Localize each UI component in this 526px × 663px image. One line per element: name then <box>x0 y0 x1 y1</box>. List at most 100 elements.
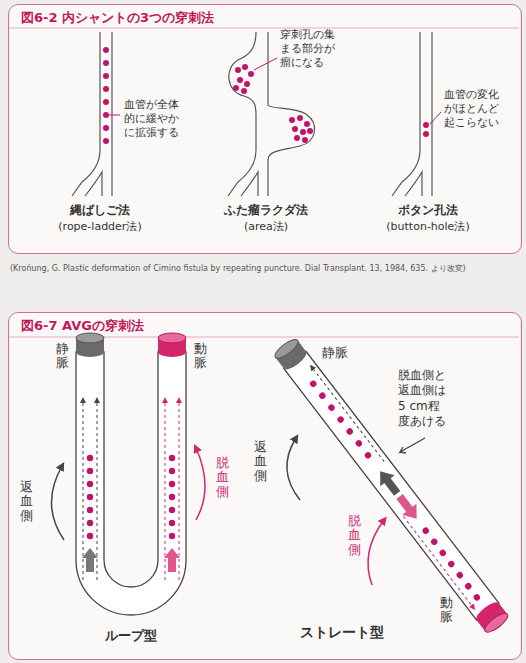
vessel <box>431 32 432 196</box>
label: 返血側 <box>20 480 33 523</box>
leader-line <box>109 115 120 116</box>
label: 血管が全体的に緩やかに拡張する <box>124 98 184 140</box>
vessel <box>228 32 256 196</box>
straight-graft <box>309 379 318 388</box>
puncture-dot <box>302 137 308 143</box>
label: ボタン孔法 <box>363 203 493 218</box>
straight-graft <box>318 391 327 400</box>
label: 穿刺孔の集まる部分が瘤になる <box>280 28 340 70</box>
puncture-dot <box>241 88 247 94</box>
straight-graft <box>373 466 404 499</box>
puncture-dot <box>292 126 298 132</box>
label: 静脈 <box>322 345 348 362</box>
straight-graft <box>363 451 372 460</box>
puncture-dot <box>307 128 313 134</box>
label: ストレート型 <box>300 624 420 642</box>
puncture-dot <box>169 533 175 539</box>
leader-line <box>254 58 277 70</box>
puncture-dot <box>169 455 175 461</box>
label: 脱血側 <box>216 456 229 499</box>
vessel <box>111 32 112 196</box>
straight-graft <box>421 526 430 535</box>
puncture-dot <box>169 481 175 487</box>
puncture-dot <box>237 77 243 83</box>
straight-graft <box>336 415 345 424</box>
straight-graft <box>447 560 456 569</box>
puncture-dot <box>87 468 93 474</box>
loop-graft <box>196 448 205 520</box>
puncture-dot <box>169 468 175 474</box>
figure-title: 図6-7 AVGの穿刺法 <box>9 313 521 339</box>
puncture-dot <box>169 520 175 526</box>
loop-graft <box>76 352 186 615</box>
puncture-dot <box>103 138 109 144</box>
straight-graft <box>464 582 473 591</box>
puncture-dot <box>87 455 175 539</box>
puncture-dot <box>103 125 109 131</box>
label: ループ型 <box>76 628 186 645</box>
frame-ground <box>8 4 520 254</box>
label: 動脈 <box>194 342 207 371</box>
loop-graft <box>76 333 104 343</box>
label: (Krońung, G. Plastic deformation of Cimi… <box>10 264 520 274</box>
puncture-dot <box>169 494 175 500</box>
puncture-dot <box>87 507 93 513</box>
loop-graft <box>51 333 205 615</box>
loop-graft <box>82 548 98 572</box>
loop-graft <box>158 347 186 357</box>
puncture-dot <box>297 115 303 121</box>
puncture-dot <box>294 135 300 141</box>
loop-graft <box>164 548 180 572</box>
vessel <box>72 32 100 196</box>
straight-graft <box>345 427 354 436</box>
puncture-dot <box>233 85 239 91</box>
straight-graft <box>430 537 439 546</box>
vessel <box>392 32 420 196</box>
loop-graft <box>158 333 186 343</box>
loop-graft <box>179 400 180 580</box>
puncture-dot <box>103 112 109 118</box>
loop-graft <box>83 400 84 580</box>
puncture-dot <box>103 47 109 53</box>
loop-graft <box>97 400 98 580</box>
loop-graft <box>51 466 64 540</box>
puncture-dot <box>242 64 248 70</box>
straight-graft <box>472 593 481 602</box>
straight-graft <box>327 403 336 412</box>
straight-graft <box>403 516 473 607</box>
puncture-dot <box>244 81 250 87</box>
puncture-dot <box>87 455 93 461</box>
label: (rope-ladder法) <box>35 220 165 234</box>
vessel <box>241 172 258 196</box>
gap-arrow <box>400 438 425 453</box>
frame-ground <box>8 312 520 660</box>
puncture-dot <box>423 131 429 137</box>
puncture-dot <box>235 67 241 73</box>
straight-graft <box>354 439 363 448</box>
puncture-dot <box>304 121 310 127</box>
puncture-dot <box>87 533 93 539</box>
straight-graft <box>392 491 423 524</box>
vessel <box>85 172 102 196</box>
puncture-dot <box>87 481 93 487</box>
label: (button-hole法) <box>363 220 493 234</box>
leader-line <box>430 112 441 124</box>
straight-graft <box>284 351 499 620</box>
label: 静脈 <box>56 342 69 371</box>
flow-arrow <box>368 520 384 585</box>
flow-arrow <box>287 438 300 500</box>
label: (area法) <box>201 220 331 234</box>
straight-graft <box>455 571 464 580</box>
puncture-dot <box>300 129 306 135</box>
puncture-dot <box>103 73 109 79</box>
puncture-dot <box>103 47 429 144</box>
puncture-dot <box>248 71 254 77</box>
puncture-dot <box>289 117 295 123</box>
straight-graft <box>309 379 482 602</box>
label: ふた瘤ラクダ法 <box>201 203 331 218</box>
loop-graft <box>165 400 166 580</box>
puncture-dot <box>103 86 109 92</box>
puncture-dot <box>87 494 93 500</box>
vessel <box>405 172 422 196</box>
